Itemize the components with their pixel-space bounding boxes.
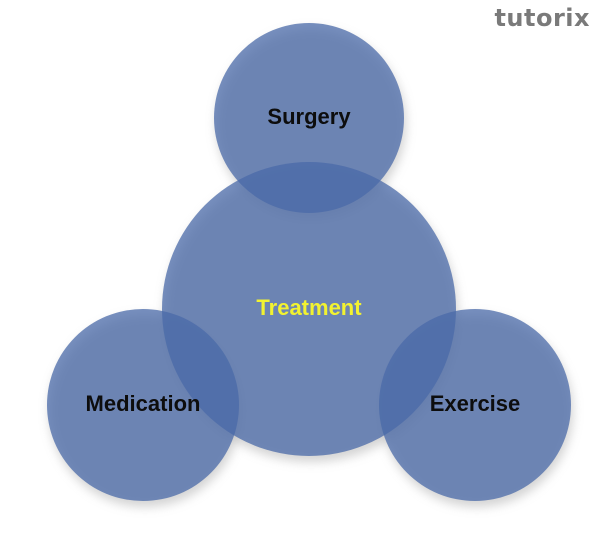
tutorix-logo: tutorix [494,6,590,30]
circles-group [47,23,571,501]
labels-group: Surgery Treatment Medication Exercise [86,104,521,416]
exercise-label: Exercise [430,391,521,416]
medication-label: Medication [86,391,201,416]
surgery-label: Surgery [267,104,351,129]
exercise-circle [379,309,571,501]
logo-text: tutorix [494,4,590,32]
surgery-circle [214,23,404,213]
medication-circle [47,309,239,501]
treatment-label: Treatment [256,295,362,320]
